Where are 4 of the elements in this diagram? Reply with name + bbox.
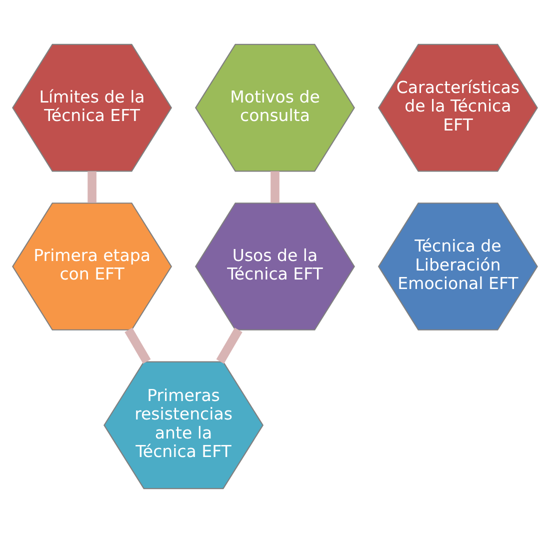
connector	[270, 171, 280, 203]
connector	[88, 171, 96, 203]
connector	[124, 328, 151, 364]
connector	[216, 328, 242, 364]
